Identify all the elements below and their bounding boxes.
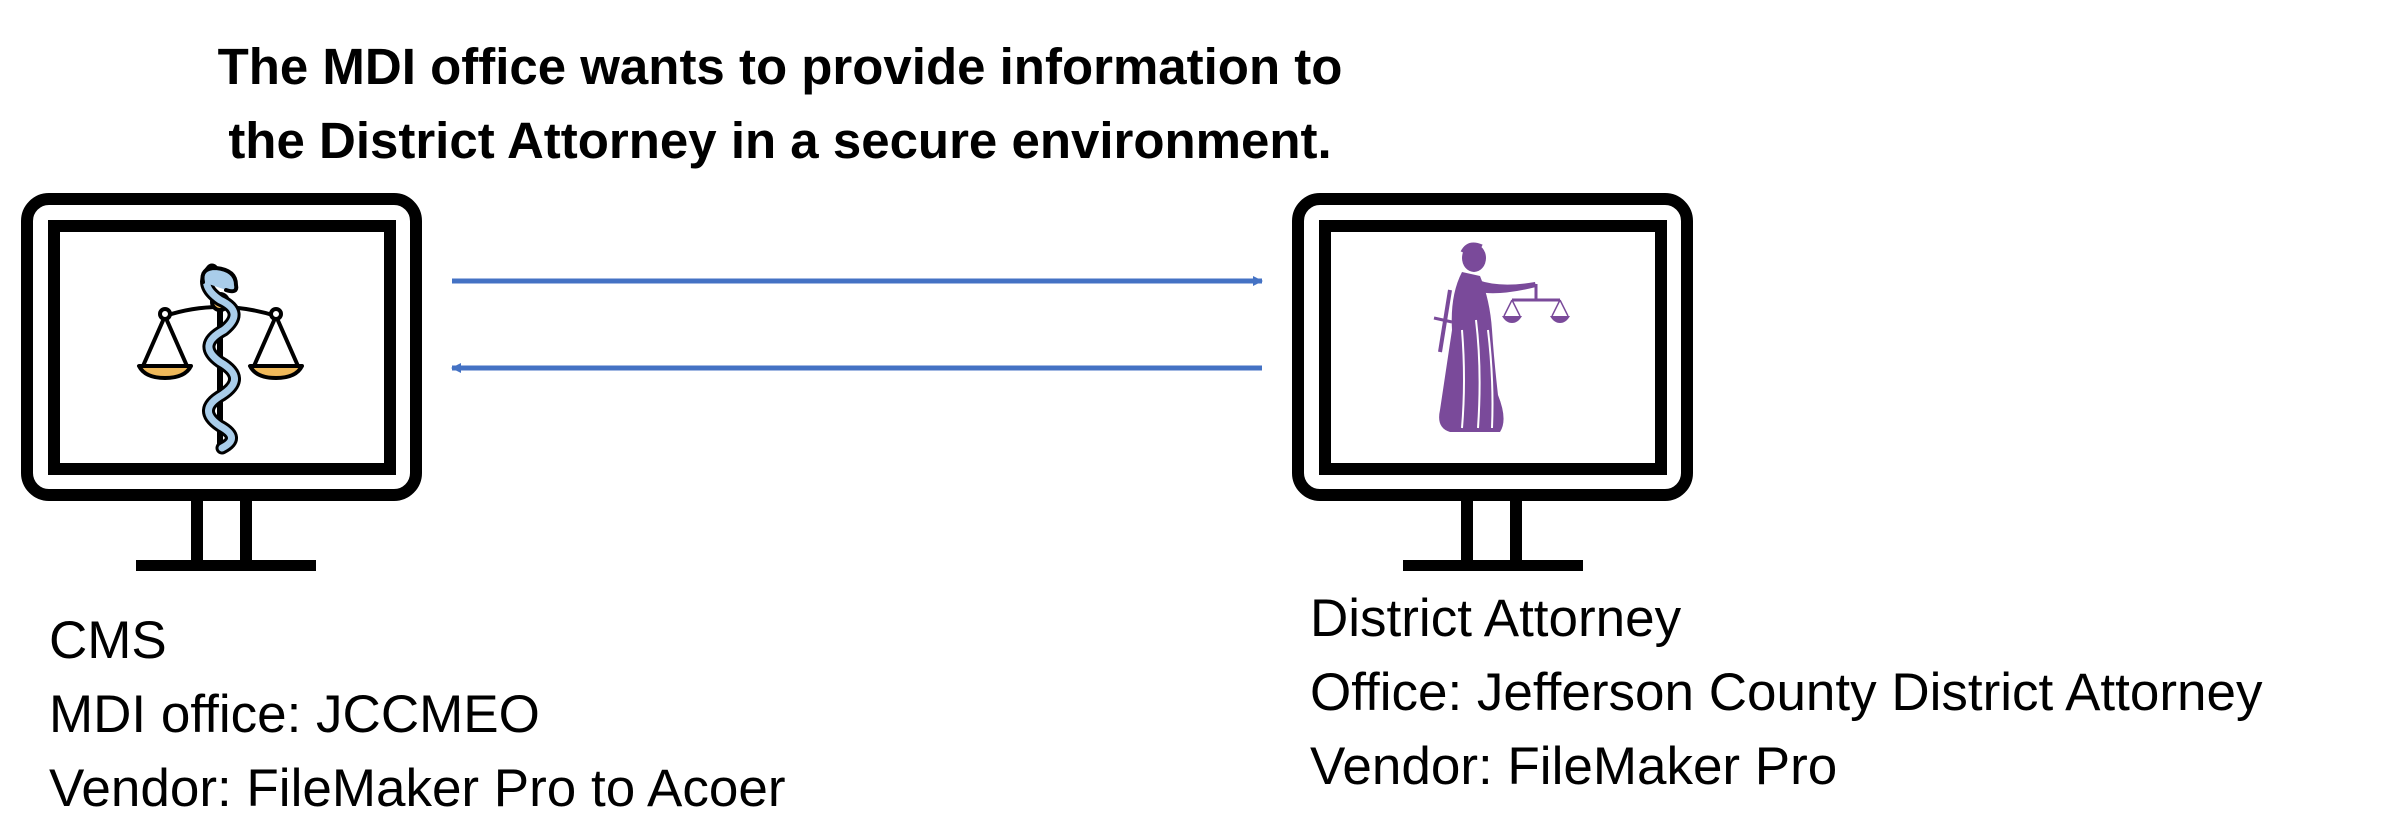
da-vendor-label: Vendor: FileMaker Pro xyxy=(1310,737,1838,796)
diagram-canvas xyxy=(21,193,1693,571)
district-attorney-caption: District Attorney Office: Jefferson Coun… xyxy=(1310,582,2262,804)
da-office-label: Office: Jefferson County District Attorn… xyxy=(1310,663,2263,722)
scales-with-caduceus-icon xyxy=(137,263,304,455)
district-attorney-label: District Attorney xyxy=(1310,589,1682,648)
cms-vendor-label: Vendor: FileMaker Pro to Acoer xyxy=(49,759,786,818)
mdi-office-label: MDI office: JCCMEO xyxy=(49,685,540,744)
cms-label: CMS xyxy=(49,611,167,670)
title-line-2: the District Attorney in a secure enviro… xyxy=(228,112,1332,169)
diagram-title: The MDI office wants to provide informat… xyxy=(190,30,1370,178)
lady-justice-icon xyxy=(1433,242,1570,432)
title-line-1: The MDI office wants to provide informat… xyxy=(217,38,1343,95)
cms-caption: CMS MDI office: JCCMEO Vendor: FileMaker… xyxy=(49,604,785,826)
